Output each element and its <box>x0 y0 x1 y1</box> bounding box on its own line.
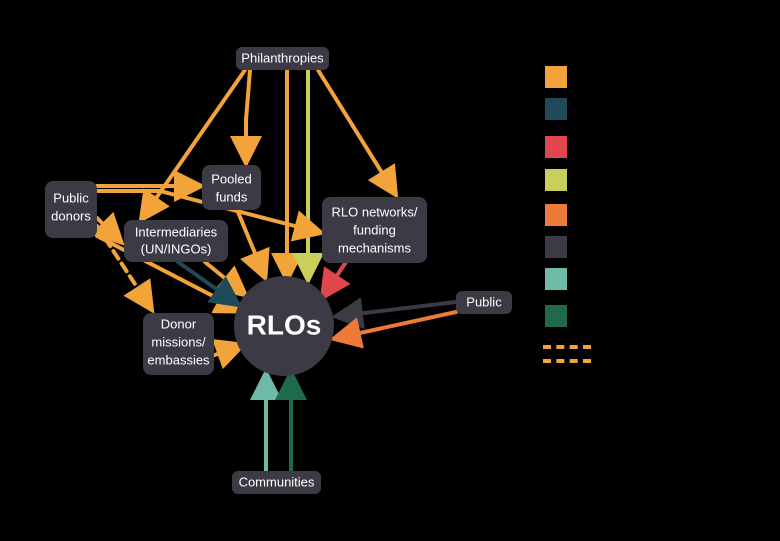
arrow-pooled-funds-to-rlos <box>236 210 270 283</box>
flow-arrows <box>90 68 458 473</box>
arrow-philanthropies-to-pooled-funds <box>230 68 262 168</box>
arrow-public-donors-to-rlo-networks <box>95 189 326 242</box>
donor-missions-label-line-1: Donor <box>161 316 197 331</box>
node-public: Public <box>456 291 512 314</box>
legend-swatch-charcoal <box>543 234 569 260</box>
rlo-networks-label-line-2: funding <box>353 222 396 237</box>
node-philanthropies: Philanthropies <box>236 47 329 70</box>
pooled-funds-label-line-2: funds <box>216 189 248 204</box>
rlo-networks-label-line-3: mechanisms <box>338 240 411 255</box>
arrow-intermediaries-to-rlos <box>203 260 250 299</box>
arrow-intermediaries-to-rlos-alt <box>176 260 243 308</box>
center-label: RLOs <box>247 309 322 340</box>
rlo-networks-label-line-1: RLO networks/ <box>332 204 418 219</box>
legend-swatch-yellow-green <box>543 167 569 193</box>
legend-swatch-red <box>543 134 569 160</box>
intermediaries-label-line-2: (UN/INGOs) <box>141 241 212 256</box>
legend-swatch-dark-teal <box>543 96 569 122</box>
intermediaries-label-line-1: Intermediaries <box>135 224 218 239</box>
arrow-public-donors-to-intermediaries <box>90 211 125 246</box>
arrow-philanthropies-to-rlo-networks <box>316 68 399 199</box>
public-donors-label-line-2: donors <box>51 208 91 223</box>
legend-swatch-dashed-orange <box>543 345 591 363</box>
donor-missions-label-line-3: embassies <box>147 352 210 367</box>
public-label: Public <box>466 294 502 309</box>
node-pooled-funds: Pooled funds <box>202 165 261 210</box>
arrow-public-to-rlos <box>331 297 458 330</box>
arrow-donor-missions-to-rlos <box>210 339 248 370</box>
legend-swatch-light-teal <box>543 266 569 292</box>
legend-swatch-dark-green <box>543 303 569 329</box>
philanthropies-label: Philanthropies <box>241 50 324 65</box>
public-donors-label-line-1: Public <box>53 190 89 205</box>
legend-swatch-bright-orange <box>543 202 569 228</box>
node-rlo-networks: RLO networks/ funding mechanisms <box>322 197 427 263</box>
center-circle <box>234 276 334 376</box>
node-communities: Communities <box>232 471 321 494</box>
node-donor-missions: Donor missions/ embassies <box>143 313 214 375</box>
node-public-donors: Public donors <box>45 181 97 238</box>
communities-label: Communities <box>239 474 315 489</box>
node-intermediaries: Intermediaries (UN/INGOs) <box>124 220 228 262</box>
arrow-rlo-networks-to-rlos <box>319 260 351 302</box>
donor-missions-label-line-2: missions/ <box>151 334 206 349</box>
legend-swatch-orange <box>543 64 569 90</box>
center-node: RLOs <box>234 276 334 376</box>
pooled-funds-label-line-1: Pooled <box>211 171 251 186</box>
arrow-public-to-rlos-alt <box>329 310 458 349</box>
